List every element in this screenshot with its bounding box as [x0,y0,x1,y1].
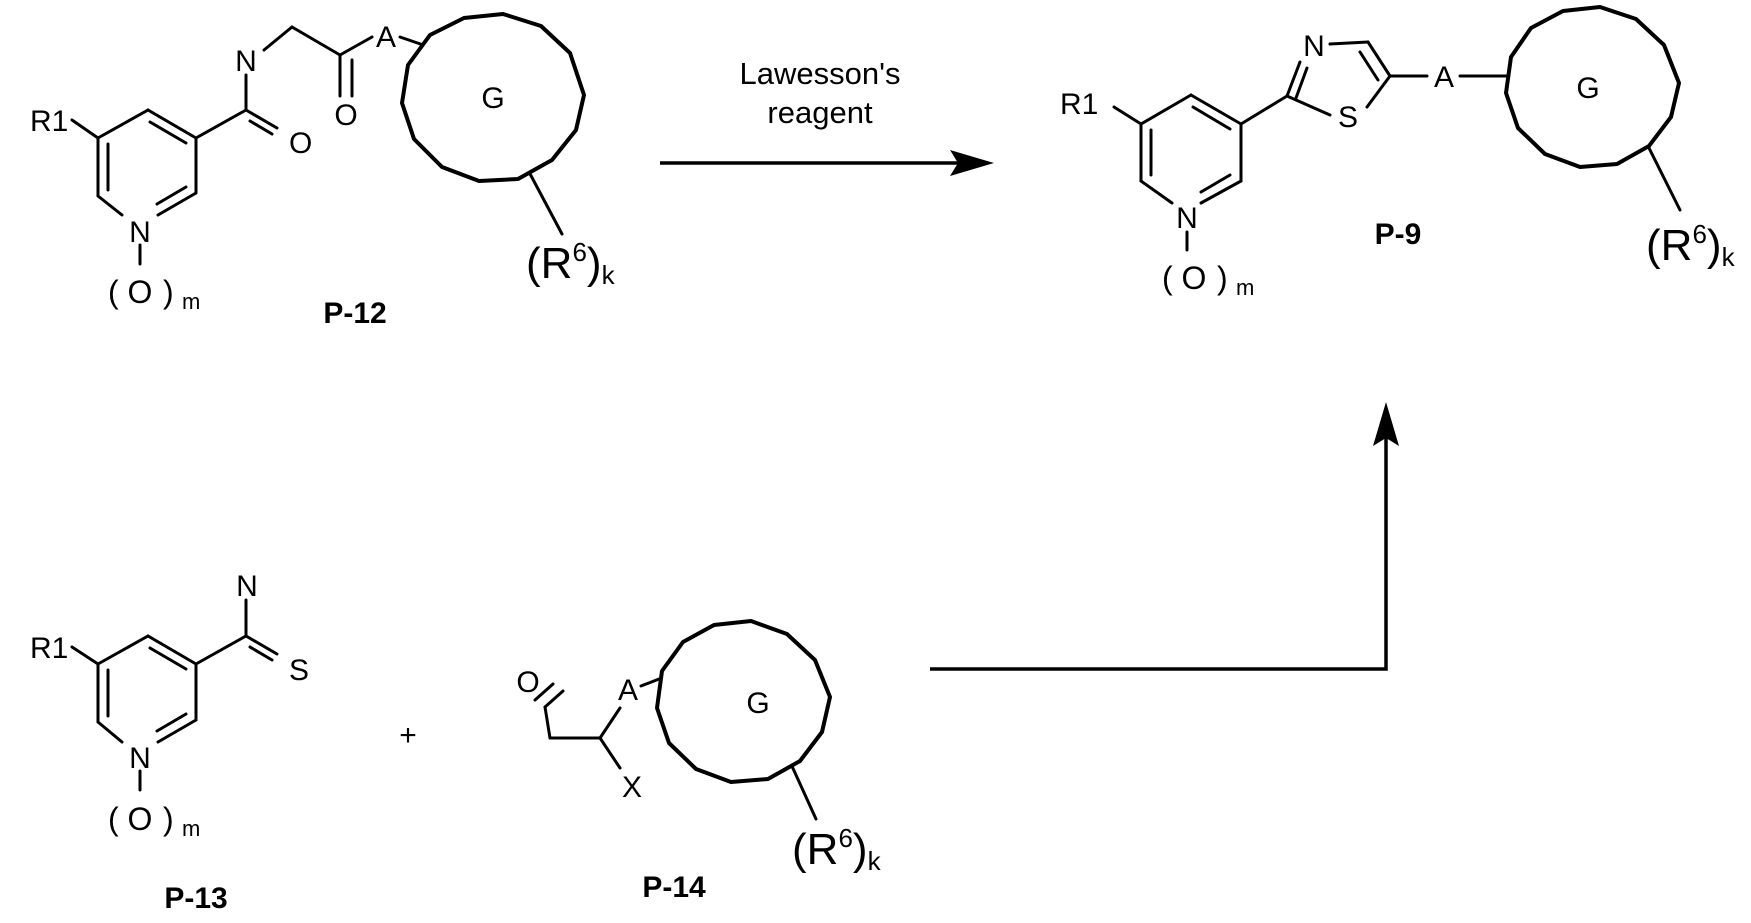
p13-thioamide-s: S [289,654,309,687]
compound-p12: R1 N ( O ) m N O O A G (R6)k P-12 [30,14,616,330]
p9-thiazole-s: S [1338,101,1358,134]
p12-r6-k: k [602,260,616,290]
reagent-label-line2: reagent [767,95,873,130]
p9-r1-label: R1 [1060,88,1098,121]
p12-r1-label: R1 [30,105,68,138]
p9-r6-group: (R6)k [1646,219,1736,272]
p9-oxide-m: m [1236,275,1254,300]
p13-oxide-close-paren: ) [163,801,174,837]
p9-g-label: G [1576,72,1599,105]
p9-a-label: A [1434,61,1454,94]
compound-p14: O A X G (R6)k P-14 [516,621,881,904]
p9-oxide-open-paren: ( [1162,260,1173,296]
plus-sign: + [399,719,417,752]
p13-bonds [72,600,277,790]
p14-x-label: X [622,771,642,804]
reagent-label-line1: Lawesson's [739,56,900,91]
p9-oxide-close-paren: ) [1217,260,1228,296]
p9-compound-id: P-9 [1375,218,1422,251]
p13-oxide-o: O [128,801,153,837]
p12-a-label: A [376,21,396,54]
p12-r6-group: (R6)k [526,237,616,290]
p14-a-label: A [618,674,638,707]
p14-compound-id: P-14 [642,871,706,904]
p12-r6-close-paren: ) [587,239,602,288]
p12-oxide-close-paren: ) [163,274,174,310]
p9-r6-r: R [1661,221,1693,270]
p9-thiazole-n: N [1303,30,1325,63]
p13-thioamide-n: N [236,570,258,603]
p9-pyridine-n: N [1176,202,1198,235]
p14-r6-close-paren: ) [853,825,868,874]
p12-ketone-o: O [334,99,357,132]
compound-p9: R1 N ( O ) m N S A G (R6)k P-9 [1060,7,1736,300]
p12-pyridine-n: N [129,216,151,249]
arrow-step-b [930,402,1399,669]
p12-r6-sup: 6 [572,237,586,267]
p14-g-ring [657,621,830,782]
p13-oxide-m: m [182,816,200,841]
p9-r6-k: k [1722,242,1736,272]
p12-amide-o: O [289,127,312,160]
p12-oxide-open-paren: ( [108,274,119,310]
p12-oxide-o: O [128,274,153,310]
p14-r6-r: R [807,825,839,874]
p9-r6-close-paren: ) [1707,221,1722,270]
p12-compound-id: P-12 [323,297,386,330]
p14-g-label: G [746,687,769,720]
p13-pyridine-n: N [129,742,151,775]
p13-r1-label: R1 [30,632,68,665]
p12-r6-r: R [541,239,573,288]
p12-oxide-m: m [182,289,200,314]
p14-r6-open-paren: ( [792,825,807,874]
p14-r6-group: (R6)k [792,823,882,876]
p12-g-label: G [481,82,504,115]
p13-compound-id: P-13 [164,882,227,915]
p9-r6-sup: 6 [1692,219,1706,249]
p12-r6-open-paren: ( [526,239,541,288]
compound-p13: R1 N ( O ) m N S P-13 [30,570,309,915]
p9-oxide-o: O [1182,260,1207,296]
p12-amide-n: N [235,45,257,78]
p9-r6-open-paren: ( [1646,221,1661,270]
p14-r6-k: k [868,846,882,876]
p14-r6-sup: 6 [838,823,852,853]
arrow-step-a [660,150,994,176]
p14-aldehyde-o: O [516,666,539,699]
p13-oxide-open-paren: ( [108,801,119,837]
